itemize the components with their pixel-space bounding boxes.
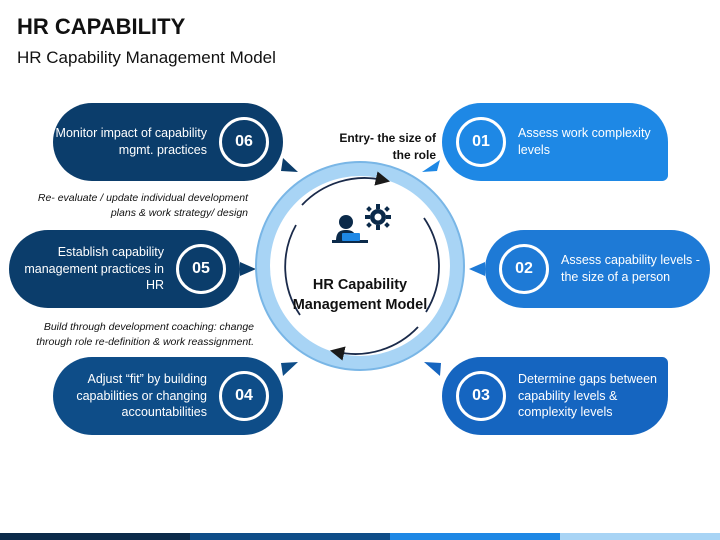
step-06: Monitor impact of capability mgmt. pract… (53, 103, 283, 181)
step-01: 01 Assess work complexity levels (442, 103, 668, 181)
step-04: Adjust “fit” by building capabilities or… (53, 357, 283, 435)
center-disc (270, 176, 450, 356)
page-subtitle: HR Capability Management Model (17, 48, 276, 67)
step-01-number: 01 (456, 117, 506, 167)
pointer-03 (424, 362, 441, 376)
center-label: HR Capability Management Model (292, 277, 428, 313)
pointer-06 (281, 158, 298, 172)
step-03: 03 Determine gaps between capability lev… (442, 357, 668, 435)
step-02-number: 02 (499, 244, 549, 294)
hr-person-laptop-gear-icon (332, 204, 391, 243)
entry-note: Entry- the size of the role (339, 131, 436, 162)
step-06-text: Monitor impact of capability mgmt. pract… (55, 126, 207, 157)
step-04-number: 04 (219, 371, 269, 421)
pointer-04 (281, 362, 298, 376)
footer-segment (560, 533, 720, 540)
cycle-arrow-bottom (329, 326, 419, 361)
step-05: Establish capability management practice… (9, 230, 240, 308)
cycle-arrow-right (423, 217, 440, 313)
step-05-number: 05 (176, 244, 226, 294)
footer-segment (190, 533, 390, 540)
step-06-number: 06 (219, 117, 269, 167)
step-02: 02 Assess capability levels -the size of… (485, 230, 710, 308)
step-04-text: Adjust “fit” by building capabilities or… (76, 371, 207, 420)
pointer-02 (469, 262, 485, 276)
cycle-arrow-left (284, 224, 301, 316)
note-reevaluate: Re- evaluate / update individual develop… (37, 192, 248, 220)
footer-segment (390, 533, 560, 540)
pointer-05 (240, 262, 256, 276)
page-title: HR CAPABILITY (17, 14, 186, 39)
step-02-text: Assess capability levels -the size of a … (561, 253, 700, 284)
step-03-text: Determine gaps between capability levels… (518, 371, 657, 420)
footer-bar (0, 533, 720, 540)
cycle-arrow-top (301, 171, 391, 206)
note-build: Build through development coaching: chan… (36, 321, 254, 349)
footer-segment (0, 533, 190, 540)
step-01-text: Assess work complexity levels (518, 126, 651, 157)
step-05-text: Establish capability management practice… (24, 244, 164, 293)
step-03-number: 03 (456, 371, 506, 421)
pointer-01 (422, 160, 440, 172)
